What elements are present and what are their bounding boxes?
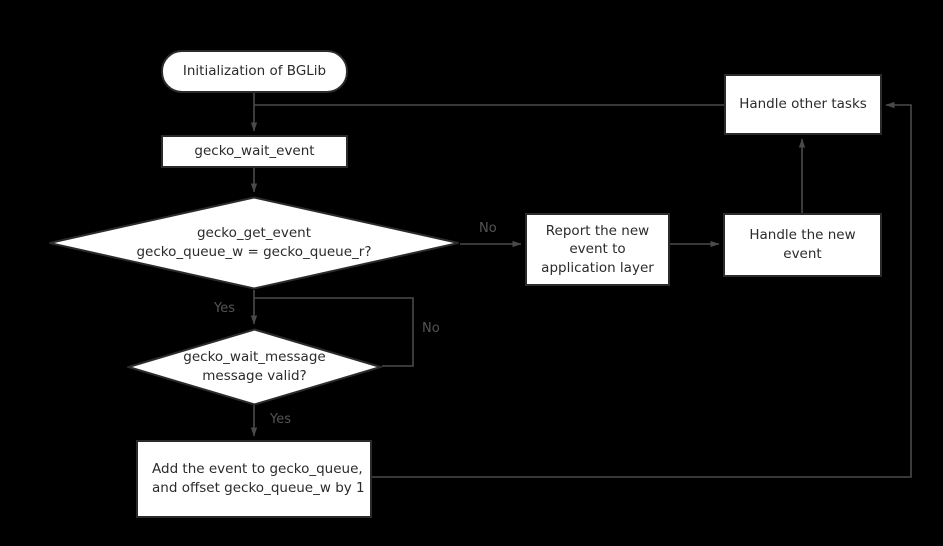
- node-gecko-wait-message[interactable]: gecko_wait_message message valid?: [127, 328, 382, 406]
- edge-label-get-event-no: No: [479, 221, 497, 236]
- node-add-event-to-queue[interactable]: Add the event to gecko_queue, and offset…: [136, 440, 372, 518]
- node-report-new-event[interactable]: Report the new event to application laye…: [525, 213, 670, 286]
- edge-add-event-to-handle-other: [372, 101, 912, 478]
- edge-label-wait-message-yes: Yes: [270, 412, 291, 427]
- gecko-wait-message-diamond-shape: [127, 328, 382, 406]
- node-gecko-wait-event-label: gecko_wait_event: [194, 143, 315, 160]
- node-report-new-event-label: Report the new event to application laye…: [541, 222, 654, 276]
- node-handle-new-event-label: Handle the new event: [749, 227, 856, 262]
- edge-label-get-event-yes: Yes: [214, 301, 235, 316]
- node-gecko-get-event-label: gecko_get_event gecko_queue_w = gecko_qu…: [136, 225, 372, 260]
- node-handle-other-tasks-label: Handle other tasks: [739, 96, 867, 113]
- node-initialization-label: Initialization of BGLib: [182, 63, 327, 80]
- node-gecko-get-event[interactable]: gecko_get_event gecko_queue_w = gecko_qu…: [48, 196, 460, 290]
- node-gecko-wait-event[interactable]: gecko_wait_event: [161, 135, 348, 168]
- node-add-event-to-queue-label: Add the event to gecko_queue, and offset…: [152, 461, 365, 496]
- node-handle-new-event[interactable]: Handle the new event: [723, 213, 882, 277]
- edge-label-wait-message-no: No: [422, 321, 440, 336]
- node-initialization-of-bglib[interactable]: Initialization of BGLib: [161, 50, 348, 93]
- gecko-get-event-diamond-shape: [49, 196, 459, 290]
- node-gecko-wait-message-label: gecko_wait_message message valid?: [183, 349, 326, 384]
- node-handle-other-tasks[interactable]: Handle other tasks: [724, 74, 882, 135]
